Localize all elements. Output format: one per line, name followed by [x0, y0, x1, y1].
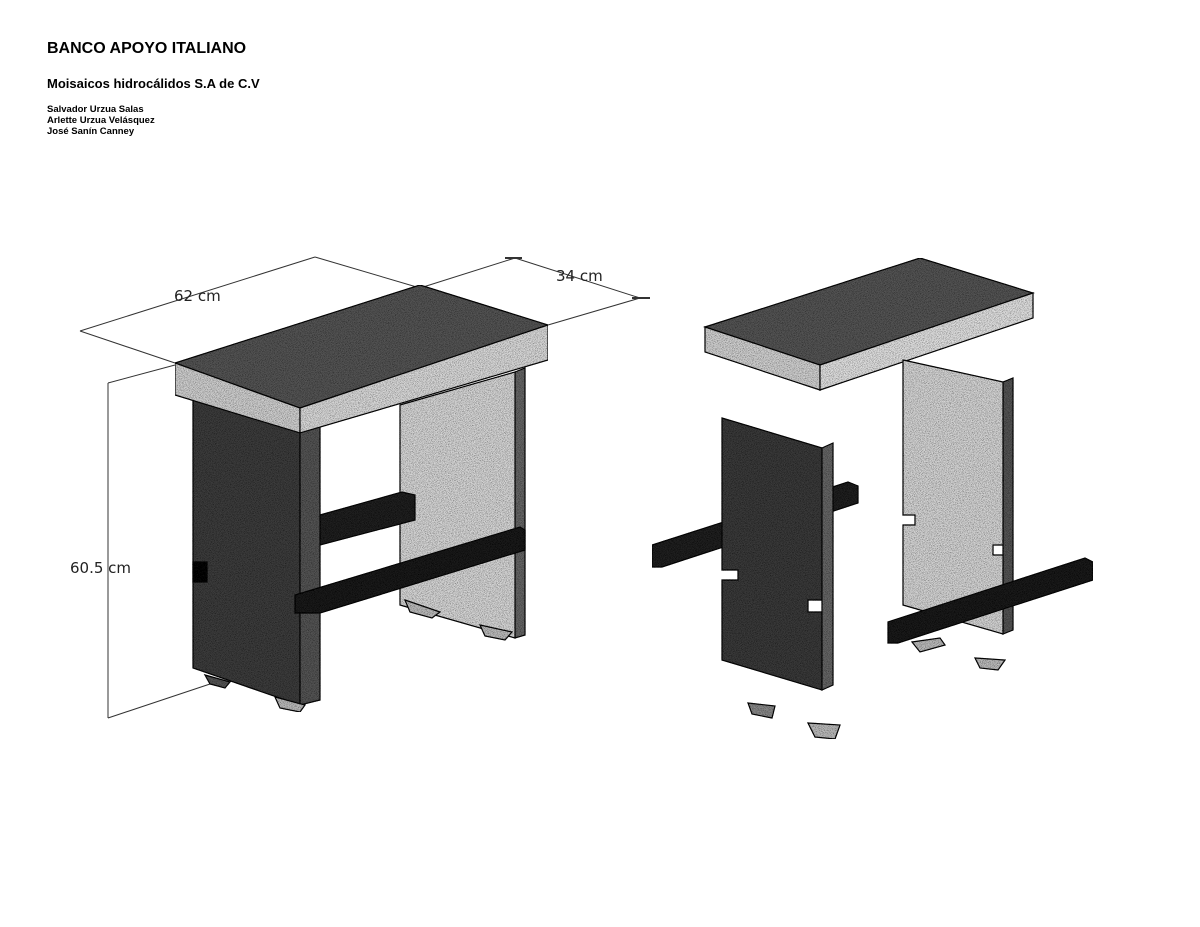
company-name: Moisaicos hidrocálidos S.A de C.V [47, 76, 260, 91]
rear-panel-side [1002, 377, 1014, 635]
width-dimension-label: 62 cm [174, 287, 221, 305]
assembled-bench [173, 284, 550, 713]
seat-side [299, 324, 549, 434]
right-foot [403, 599, 442, 619]
dimension-lines [79, 256, 650, 719]
lower-stretcher-exploded [887, 557, 1094, 644]
drawing-title: BANCO APOYO ITALIANO [47, 40, 247, 57]
left-leg-side [299, 424, 321, 706]
author: Salvador Urzua Salas [47, 104, 144, 115]
author: José Sanín Canney [47, 126, 135, 137]
left-foot [273, 696, 306, 713]
foot-piece [973, 657, 1007, 671]
foot-piece [910, 637, 946, 653]
depth-dimension-label: 34 cm [556, 267, 603, 285]
right-leg [399, 371, 516, 639]
front-panel [721, 417, 823, 691]
rear-panel [902, 359, 1004, 635]
right-leg-side [514, 367, 526, 639]
foot-piece [747, 702, 776, 719]
left-leg [192, 397, 301, 706]
height-dimension-label: 60.5 cm [70, 559, 131, 577]
front-panel-side [821, 442, 834, 691]
author: Arlette Urzua Velásquez [47, 115, 155, 126]
author-list: Salvador Urzua Salas Arlette Urzua Velás… [47, 104, 155, 137]
seat-side-exploded [819, 292, 1034, 391]
exploded-bench [651, 257, 1094, 740]
foot-piece [806, 722, 841, 740]
lower-stretcher [294, 526, 526, 614]
left-foot-rear [203, 674, 232, 689]
right-foot-rear [478, 624, 514, 641]
tenon-left [192, 561, 208, 583]
